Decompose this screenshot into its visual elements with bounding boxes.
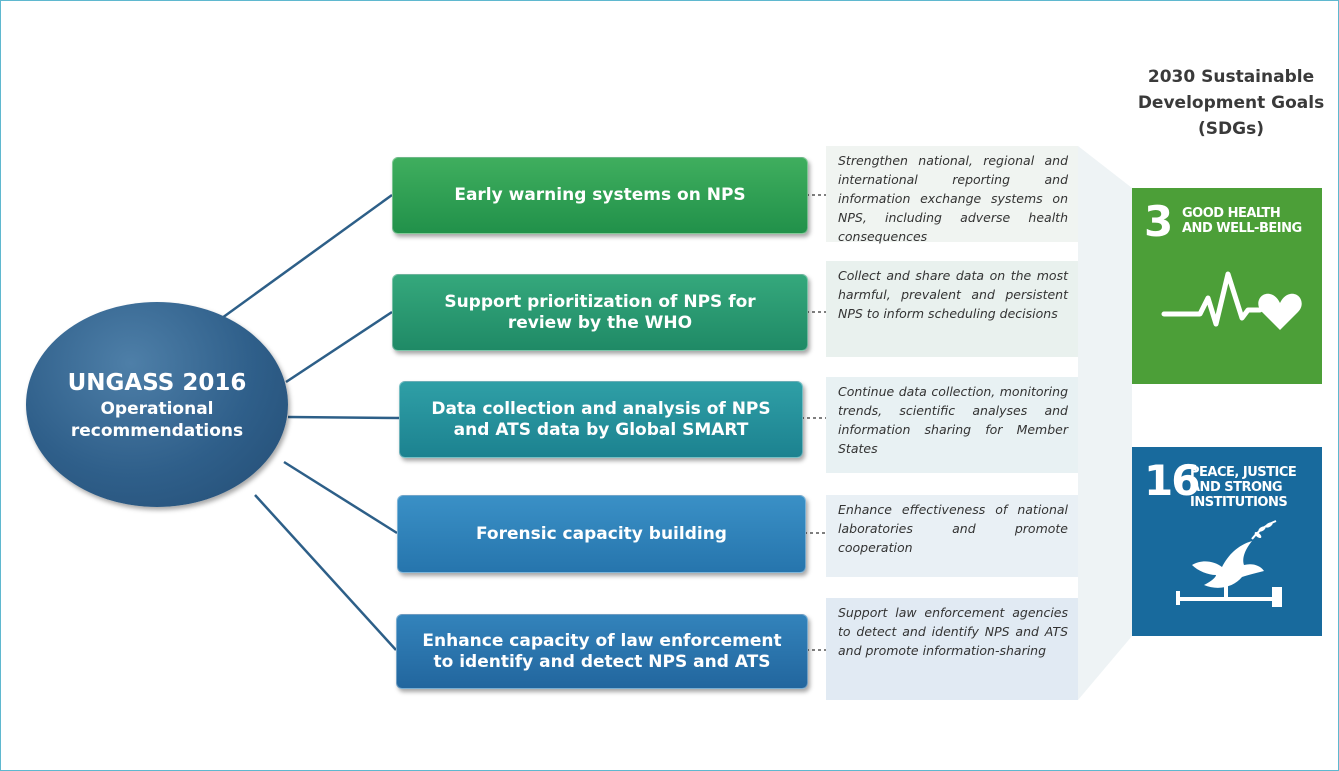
- hub-subtitle-line1: Operational: [100, 398, 214, 419]
- sdg-goal-3-tile: 3 GOOD HEALTH AND WELL-BEING: [1132, 188, 1322, 384]
- recommendation-label-line1: Forensic capacity building: [476, 523, 727, 544]
- recommendation-label-line1: Data collection and analysis of NPS: [431, 398, 771, 419]
- ungass-hub: UNGASS 2016 Operational recommendations: [26, 302, 288, 507]
- recommendation-who-prioritization: Support prioritization of NPS for review…: [392, 274, 808, 351]
- description-forensic-capacity: Enhance effectiveness of national labora…: [826, 495, 1078, 577]
- recommendation-label-line2: review by the WHO: [507, 312, 693, 333]
- hub-title: UNGASS 2016: [67, 369, 247, 396]
- recommendation-label-line2: to identify and detect NPS and ATS: [433, 651, 771, 672]
- recommendation-label-line1: Early warning systems on NPS: [454, 185, 746, 205]
- recommendation-data-collection: Data collection and analysis of NPS and …: [399, 381, 803, 458]
- connector-line-4: [283, 460, 398, 535]
- connector-line-2: [285, 310, 393, 384]
- sdg-goal-label-line3: INSTITUTIONS: [1190, 495, 1288, 510]
- recommendation-early-warning: Early warning systems on NPS: [392, 157, 808, 234]
- description-who-prioritization: Collect and share data on the most harmf…: [826, 261, 1078, 357]
- recommendation-law-enforcement: Enhance capacity of law enforcement to i…: [396, 614, 808, 689]
- sdg-goal-label-line2: AND WELL-BEING: [1182, 221, 1302, 236]
- sdg-goal-number: 3: [1144, 197, 1173, 246]
- connector-line-1: [221, 193, 393, 320]
- connector-line-3: [287, 415, 400, 420]
- description-early-warning: Strengthen national, regional and intern…: [826, 146, 1078, 244]
- sdg-heading-line1: 2030 Sustainable: [1147, 67, 1315, 87]
- hub-subtitle-line2: recommendations: [70, 420, 244, 441]
- recommendation-label-line2: and ATS data by Global SMART: [453, 419, 749, 440]
- flow-band: [1078, 146, 1132, 700]
- heartbeat-icon: [1161, 271, 1302, 330]
- sdg-goal-label: GOOD HEALTH AND WELL-BEING: [1182, 206, 1312, 236]
- sdg-goal-label: PEACE, JUSTICE AND STRONG INSTITUTIONS: [1190, 465, 1318, 510]
- description-law-enforcement: Support law enforcement agencies to dete…: [826, 598, 1078, 700]
- recommendation-forensic-capacity: Forensic capacity building: [397, 495, 806, 573]
- sdg-goal-16-tile: 16 PEACE, JUSTICE AND STRONG INSTITUTION…: [1132, 447, 1322, 636]
- sdg-goal-label-line1: GOOD HEALTH: [1182, 206, 1281, 221]
- sdg-goal-label-line1: PEACE, JUSTICE: [1190, 465, 1297, 480]
- sdg-goal-label-line2: AND STRONG: [1190, 480, 1283, 495]
- sdg-heading: 2030 Sustainable Development Goals (SDGs…: [1118, 64, 1339, 142]
- connector-line-5: [254, 494, 397, 651]
- dove-gavel-icon: [1176, 520, 1282, 607]
- description-data-collection: Continue data collection, monitoring tre…: [826, 377, 1078, 473]
- sdg-heading-line2: Development Goals: [1137, 93, 1325, 113]
- sdg-heading-line3: (SDGs): [1198, 119, 1264, 139]
- recommendation-label-line1: Enhance capacity of law enforcement: [422, 630, 782, 651]
- recommendation-label-line1: Support prioritization of NPS for: [444, 291, 756, 312]
- sdg-goal-number: 16: [1144, 456, 1200, 505]
